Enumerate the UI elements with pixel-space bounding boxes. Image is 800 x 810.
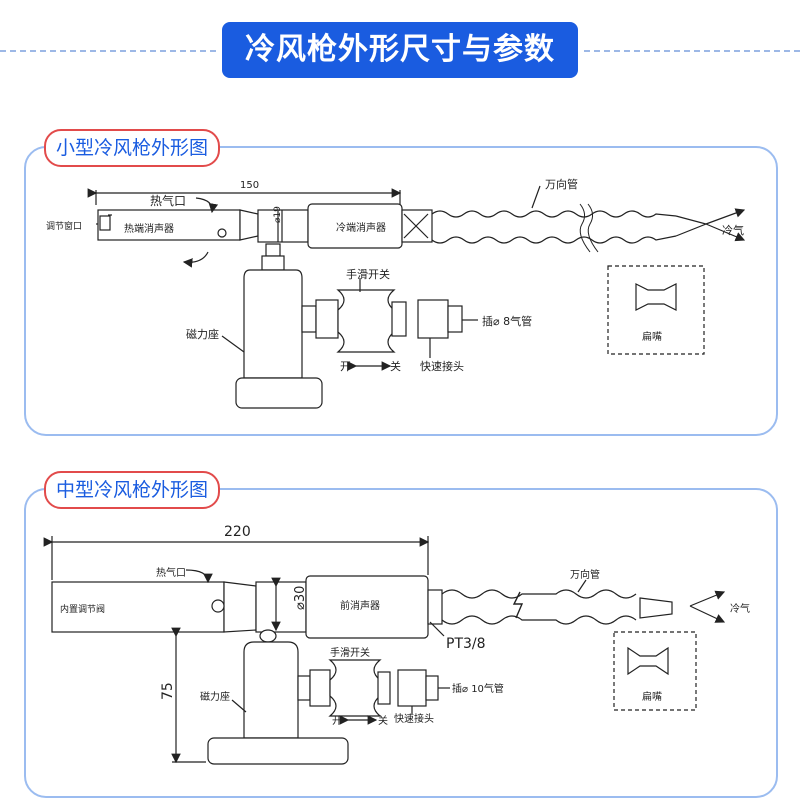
small-cold-air-label: 冷气 — [722, 223, 744, 237]
medium-gun-labels: 220 热气口 内置调节阀 前消声器 ⌀30 PT3/8 万向管 冷气 75 手… — [60, 524, 750, 727]
medium-dimension-height-text: 75 — [160, 682, 176, 700]
medium-gun-panel — [24, 488, 778, 798]
small-quick-connector — [417, 299, 449, 339]
medium-open-label: 开 — [332, 716, 342, 727]
medium-thread-label: PT3/8 — [446, 636, 486, 652]
small-vortex-body — [257, 209, 309, 243]
title-dash-left — [0, 50, 216, 52]
small-hand-switch-label: 手滑开关 — [346, 267, 390, 281]
medium-gun-title-tag: 中型冷风枪外形图 — [44, 471, 221, 509]
small-flat-nozzle-label: 扁嘴 — [642, 330, 662, 343]
medium-magnet-base — [243, 641, 299, 739]
medium-cold-air-label: 冷气 — [730, 602, 750, 615]
medium-flat-nozzle-label: 扁嘴 — [642, 690, 662, 703]
small-magnet-base — [243, 269, 303, 379]
small-quick-connector-label: 快速接头 — [420, 360, 464, 373]
medium-hot-body — [51, 581, 225, 633]
small-adjust-window-label: 调节窗口 — [46, 220, 82, 232]
medium-quick-connector-label: 快速接头 — [394, 712, 434, 725]
small-gun-drawing — [87, 185, 746, 409]
small-universal-pipe — [431, 203, 708, 253]
medium-universal-pipe-label: 万向管 — [570, 568, 600, 581]
small-hand-switch — [336, 289, 396, 353]
medium-cold-air-arrow-up — [689, 590, 726, 607]
small-cold-muffler-label: 冷端消声器 — [336, 221, 386, 234]
page-title: 冷风枪外形尺寸与参数 — [222, 22, 578, 78]
small-flat-nozzle-icon — [635, 283, 677, 311]
small-close-label: 关 — [390, 359, 401, 373]
small-cold-air-arrow-up — [705, 208, 746, 225]
medium-hot-port-arrow — [185, 569, 213, 584]
small-flat-nozzle-box — [607, 265, 705, 355]
small-magnet-base-label: 磁力座 — [186, 327, 219, 341]
title-dash-right — [584, 50, 800, 52]
medium-cold-air-arrow-down — [689, 605, 726, 623]
small-gun-panel — [24, 146, 778, 436]
medium-diameter-label: ⌀30 — [293, 586, 308, 610]
small-hot-port-label: 热气口 — [150, 193, 186, 208]
small-gun-labels: 150 热气口 热端消声器 调节窗口 冷端消声器 ⌀19 万向管 冷气 手滑开关… — [46, 177, 744, 373]
small-hot-port-arrow — [195, 197, 219, 214]
medium-front-muffler-label: 前消声器 — [340, 599, 380, 612]
small-hot-muffler-label: 热端消声器 — [124, 222, 174, 235]
small-universal-pipe-label: 万向管 — [545, 177, 578, 191]
medium-flat-nozzle-icon — [627, 646, 669, 676]
medium-gun-drawing — [43, 536, 726, 765]
small-gun-title-tag: 小型冷风枪外形图 — [44, 129, 221, 167]
medium-hand-switch-label: 手滑开关 — [330, 646, 370, 659]
medium-flat-nozzle-box — [613, 631, 697, 711]
small-open-label: 开 — [340, 360, 351, 373]
small-hot-body — [97, 209, 241, 241]
medium-hot-port-label: 热气口 — [156, 566, 186, 579]
small-dimension-text: 150 — [240, 180, 259, 191]
medium-inner-valve-label: 内置调节阀 — [60, 603, 105, 615]
small-insert-pipe-label: 插⌀ 8气管 — [482, 314, 532, 328]
small-cold-air-arrow-down — [705, 223, 746, 242]
small-rotate-arrow — [182, 251, 209, 268]
medium-magnet-base-label: 磁力座 — [200, 690, 230, 703]
medium-quick-connector — [397, 669, 427, 707]
medium-hand-switch — [328, 659, 382, 717]
small-diameter-label: ⌀19 — [273, 206, 283, 223]
medium-close-label: 关 — [378, 714, 388, 727]
medium-insert-pipe-label: 插⌀ 10气管 — [452, 682, 504, 695]
medium-universal-pipe — [441, 589, 673, 625]
medium-dimension-width-text: 220 — [224, 524, 251, 540]
